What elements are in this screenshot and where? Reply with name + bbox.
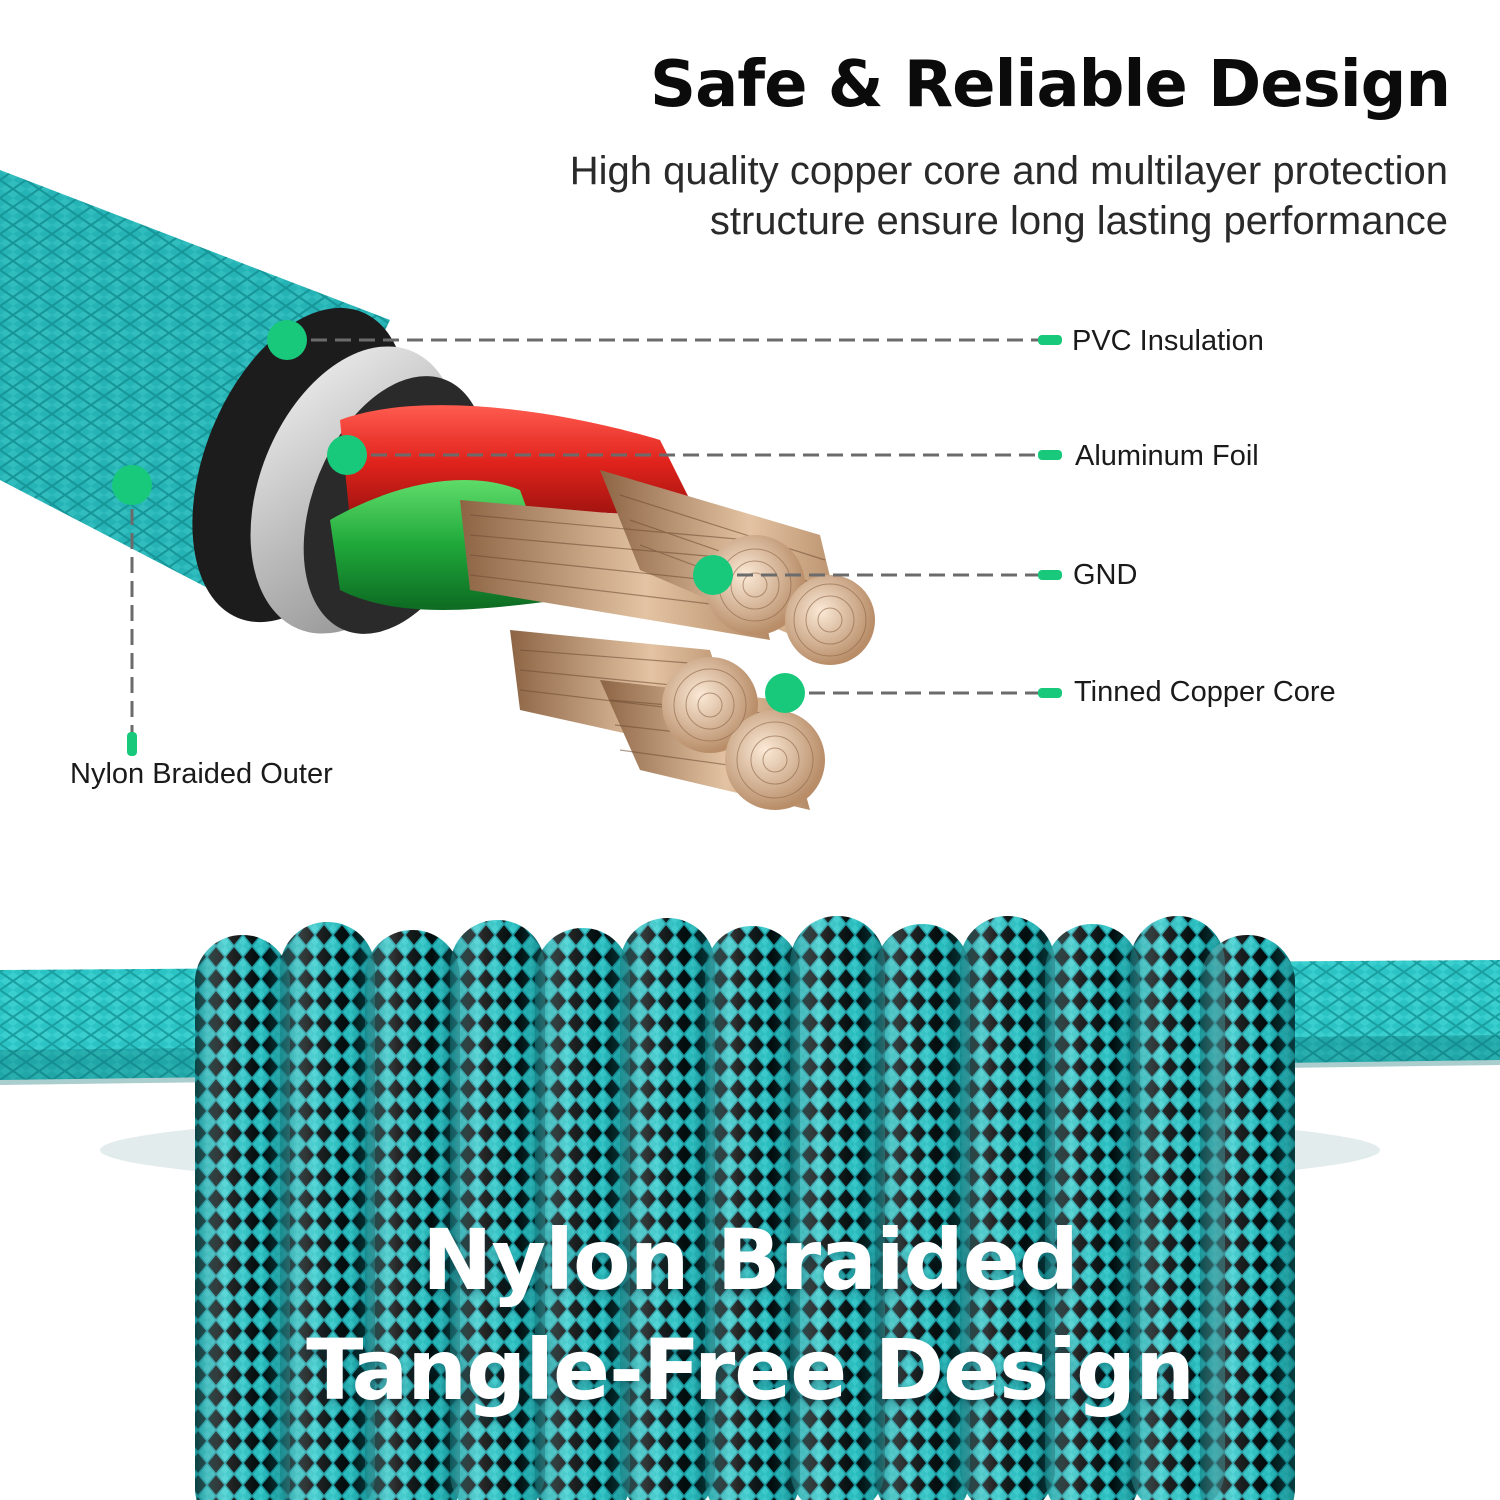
callout-label-nylon-braided-outer: Nylon Braided Outer: [70, 758, 333, 790]
callout-label-pvc-insulation: PVC Insulation: [1072, 325, 1264, 357]
banner-line: Tangle-Free Design: [306, 1321, 1195, 1419]
green-dot-icon: [693, 555, 733, 595]
green-dot-icon: [267, 320, 307, 360]
banner-line: Nylon Braided: [422, 1211, 1079, 1309]
page-subtitle: High quality copper core and multilayer …: [448, 146, 1448, 246]
feature-banner: Nylon Braided Tangle-Free Design: [0, 1205, 1500, 1425]
callout-end-ticks: [127, 335, 1062, 756]
green-dot-icon: [327, 435, 367, 475]
green-dot-icon: [112, 465, 152, 505]
callout-label-tinned-copper-core: Tinned Copper Core: [1074, 676, 1336, 708]
callout-label-aluminum-foil: Aluminum Foil: [1075, 440, 1259, 472]
subtitle-line: structure ensure long lasting performanc…: [709, 199, 1448, 243]
subtitle-line: High quality copper core and multilayer …: [569, 149, 1448, 193]
callout-label-gnd: GND: [1073, 559, 1138, 591]
page-title: Safe & Reliable Design: [649, 48, 1451, 122]
cable-coil: [0, 916, 1500, 1500]
callout-leaders: [130, 338, 1040, 735]
green-dot-icon: [765, 673, 805, 713]
